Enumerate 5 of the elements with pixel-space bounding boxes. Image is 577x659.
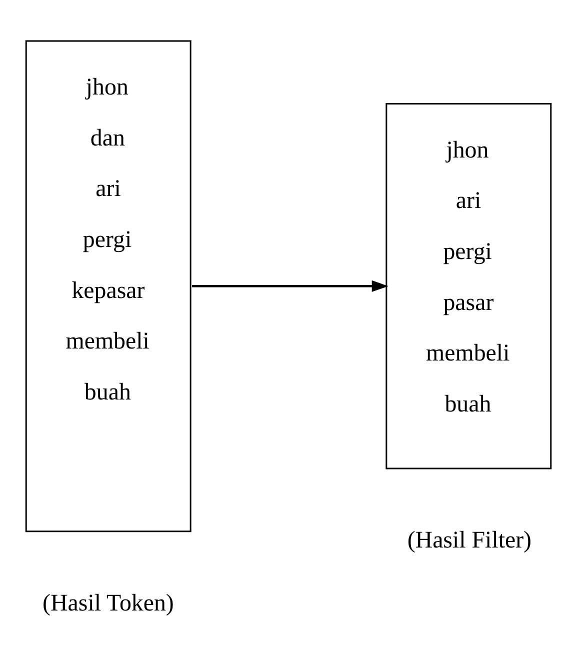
node-box: jhon ari pergi pasar membeli buah [386, 103, 552, 470]
node-label: (Hasil Filter) [407, 527, 532, 554]
node-box: jhon dan ari pergi kepasar membeli buah [25, 40, 192, 532]
arrow [192, 280, 388, 292]
node-label: (Hasil Token) [42, 590, 174, 616]
